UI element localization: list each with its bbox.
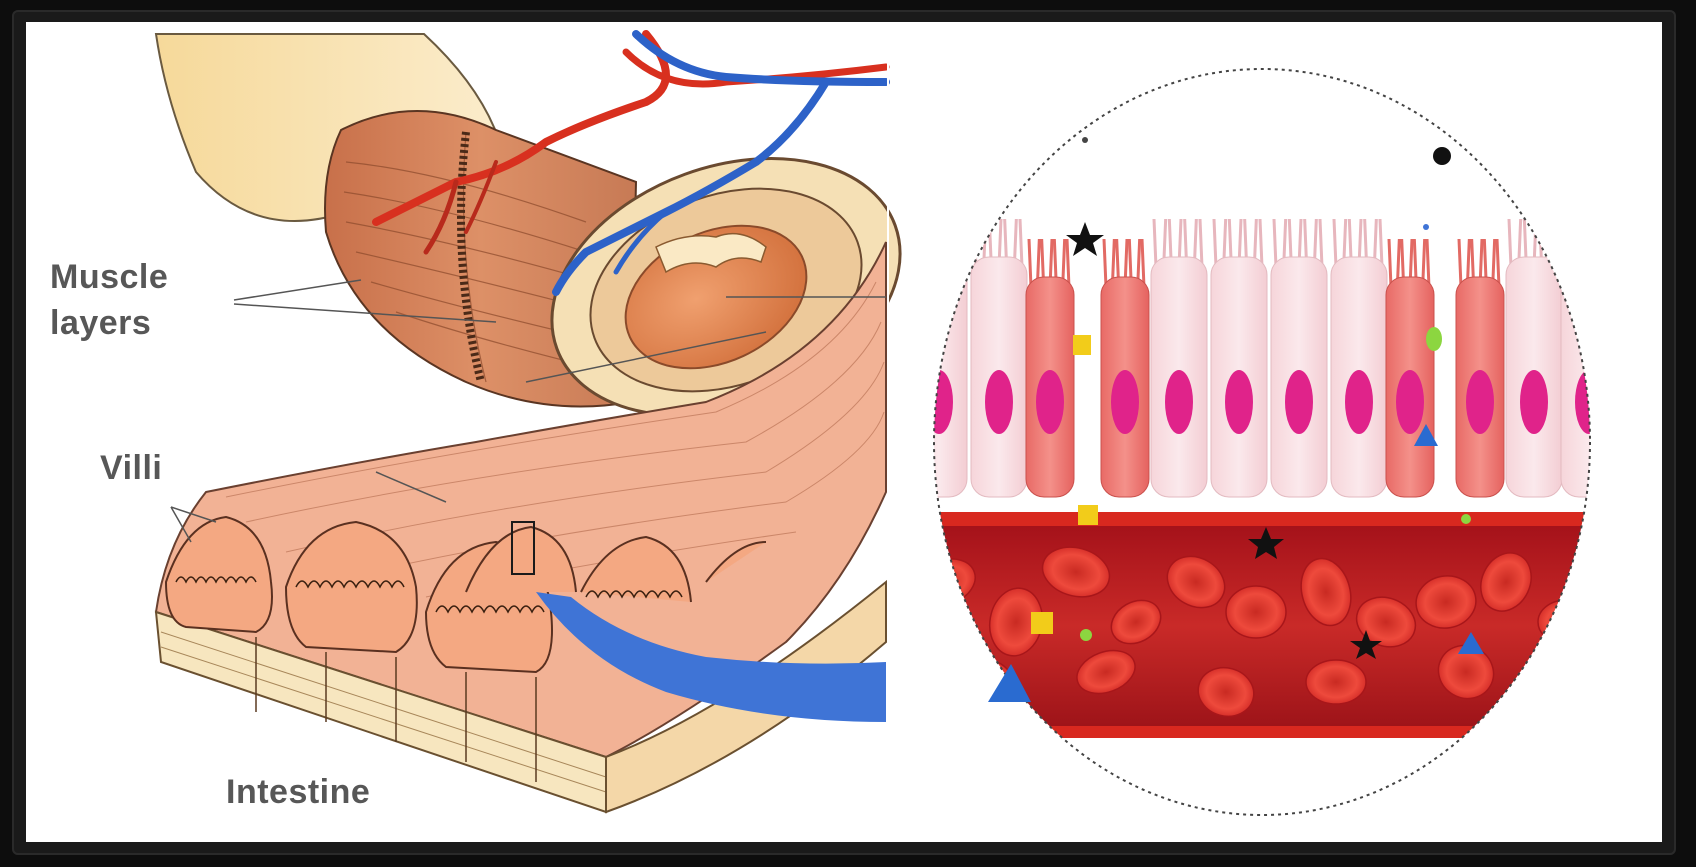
epithelial-cell [1151,219,1207,497]
capillary-wall-top [906,512,1626,526]
capillary-wall-bottom [906,726,1626,738]
red-blood-cell [1522,665,1590,719]
epithelial-cell [1561,219,1617,497]
square-marker [1078,505,1098,525]
dot-marker [1433,147,1451,165]
epithelial-cell [1331,219,1387,497]
epithelial-cell [971,219,1027,497]
muscle-layers-label-line1: Muscle [50,254,168,300]
dot-marker [1426,327,1442,351]
cell-nucleus [1520,370,1548,434]
epithelial-cell [1211,219,1267,497]
red-blood-cell [1226,586,1286,638]
square-marker [1073,335,1091,355]
cell-nucleus [1285,370,1313,434]
square-marker [1031,612,1053,634]
cell-nucleus [1466,370,1494,434]
epithelial-cell [1271,219,1327,497]
cell-nucleus [1345,370,1373,434]
image-frame: Muscle layers Villi Intestine [12,10,1676,855]
villi-label: Villi [100,445,162,491]
cell-nucleus [985,370,1013,434]
red-blood-cell [1306,660,1366,704]
red-blood-cell [1538,600,1594,644]
cell-nucleus [1396,370,1424,434]
intestine-diagram [26,22,1662,842]
dot-marker [1082,137,1088,143]
zoom-circle [906,69,1626,815]
cell-nucleus [1036,370,1064,434]
cell-nucleus [1111,370,1139,434]
dot-marker [1461,514,1471,524]
dot-marker [1423,224,1429,230]
epithelial-cell [1506,219,1562,497]
epithelial-cell [911,219,967,497]
muscle-layers-label-line2: layers [50,300,168,346]
intestine-illustration [156,34,936,812]
muscle-layers-label: Muscle layers [50,254,168,346]
intestine-label: Intestine [226,769,370,815]
dot-marker [1080,629,1092,641]
diagram-panel: Muscle layers Villi Intestine [26,22,1662,842]
cell-nucleus [1165,370,1193,434]
cell-nucleus [1225,370,1253,434]
